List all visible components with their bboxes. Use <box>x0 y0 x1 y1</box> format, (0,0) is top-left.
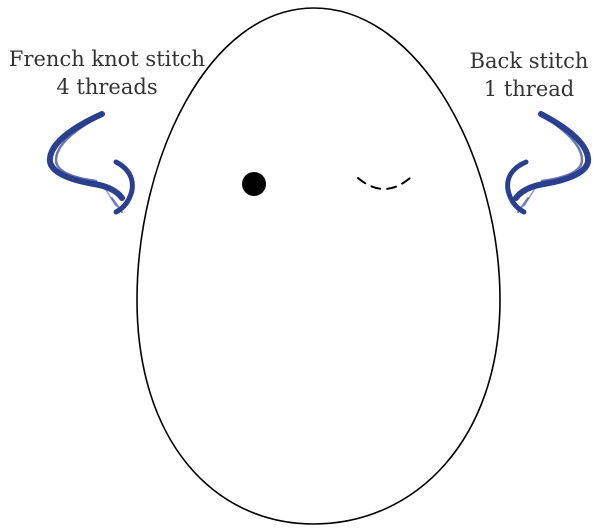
right-curved-arrow-icon <box>508 114 589 212</box>
left-curved-arrow-icon <box>50 114 133 212</box>
back-stitch-name: Back stitch <box>467 47 591 75</box>
french-knot-label: French knot stitch 4 threads <box>0 45 214 101</box>
back-stitch-thread-count: 1 thread <box>467 75 591 103</box>
french-knot-stitch-name: French knot stitch <box>0 45 214 73</box>
back-stitch-label: Back stitch 1 thread <box>467 47 591 103</box>
french-knot-eye <box>242 172 266 196</box>
french-knot-thread-count: 4 threads <box>0 73 214 101</box>
back-stitch-eye <box>358 178 410 189</box>
